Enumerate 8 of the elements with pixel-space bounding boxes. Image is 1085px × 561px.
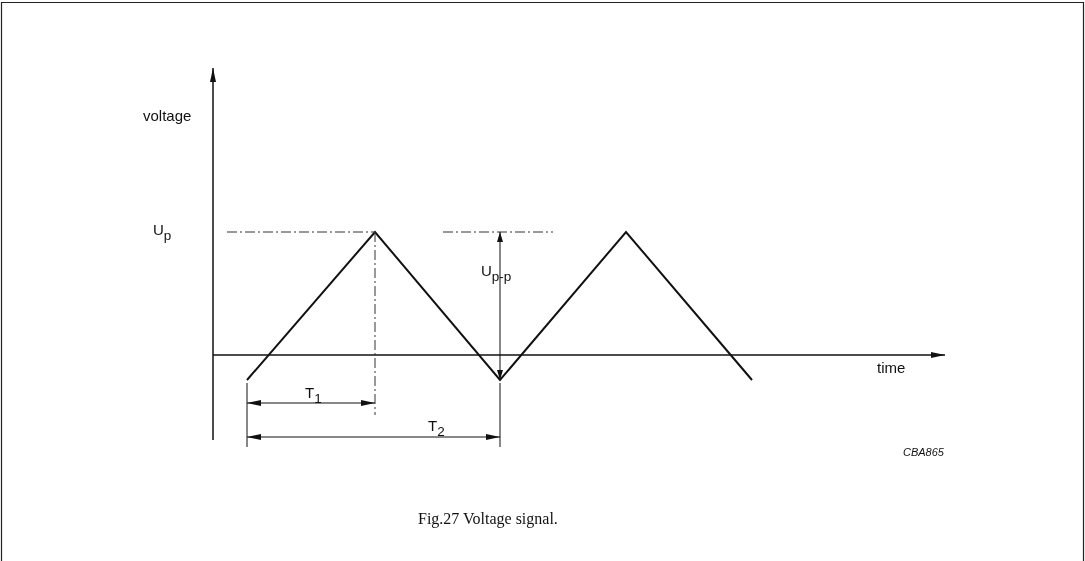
- figure-code: CBA865: [903, 447, 944, 458]
- axis-label: voltage: [143, 108, 192, 123]
- dimension-label: U$_{p-p}$: [481, 263, 512, 284]
- dimension-label: T$_{1}$: [305, 385, 322, 406]
- axis-label: time: [877, 360, 906, 375]
- dimension-label: T$_{2}$: [428, 418, 445, 439]
- axis-label: U$_{p}$: [153, 222, 172, 243]
- figure-caption: Fig.27 Voltage signal.: [418, 511, 558, 527]
